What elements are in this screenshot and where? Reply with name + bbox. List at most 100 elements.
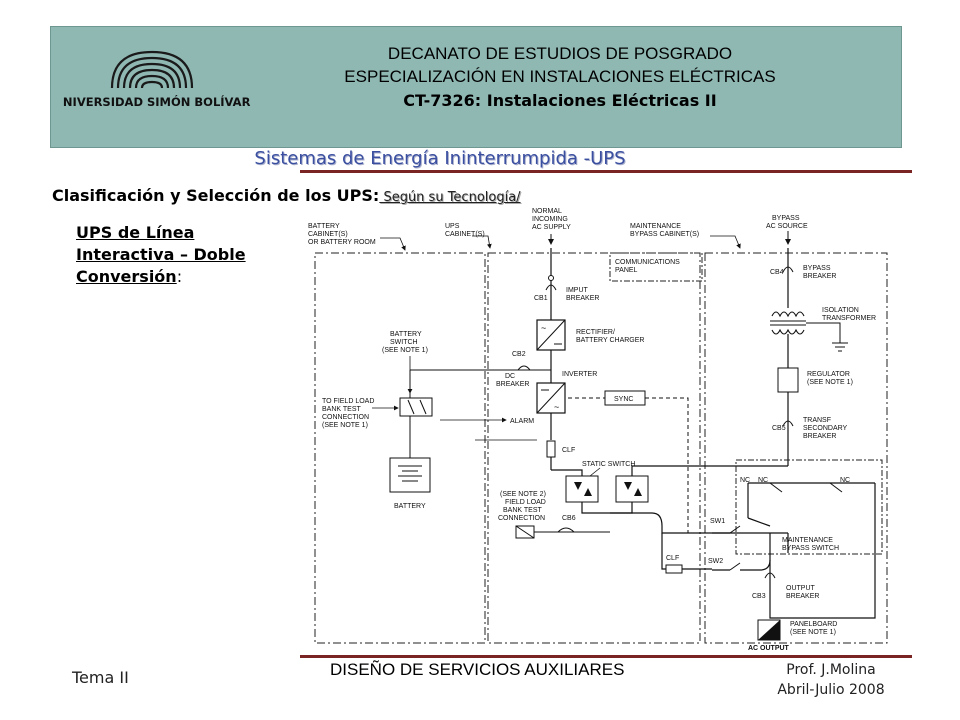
battery-cabinet-boundary (314, 252, 486, 644)
cb2-breaker-icon (517, 365, 531, 371)
cb4-breaker-icon (782, 266, 794, 273)
svg-text:TO FIELD LOAD: TO FIELD LOAD (322, 398, 374, 405)
footer-course-name: DISEÑO DE SERVICIOS AUXILIARES (330, 660, 625, 679)
cb1-breaker-icon (548, 275, 554, 281)
communications-label: COMMUNICATIONS PANEL (615, 259, 680, 274)
thyristor-icon-2 (624, 482, 642, 496)
clf-label-2: CLF (666, 555, 679, 562)
clf-label-1: CLF (562, 447, 575, 454)
maintenance-cabinet-boundary (704, 252, 888, 644)
svg-text:OR BATTERY ROOM: OR BATTERY ROOM (308, 239, 376, 246)
svg-text:FIELD LOAD: FIELD LOAD (505, 499, 546, 506)
cb3-label: CB3 (752, 593, 766, 600)
ups-one-line-diagram: BATTERY CABINET(S) OR BATTERY ROOM UPS C… (308, 208, 888, 652)
top-divider (300, 170, 912, 173)
classification-main: Clasificación y Selección de los UPS (52, 186, 373, 205)
cb1-breaker-arc (545, 284, 557, 291)
sw2-blade (729, 562, 741, 571)
clf-fuse-1 (546, 440, 556, 458)
maintenance-cabinet-leader (710, 235, 741, 249)
svg-text:CABINET(S): CABINET(S) (308, 231, 348, 238)
svg-text:UPS: UPS (445, 223, 460, 230)
static-switch-in-line (551, 469, 583, 476)
static-bypass-in-line (631, 465, 788, 476)
static-switch-box-2 (615, 475, 649, 503)
svg-text:BREAKER: BREAKER (803, 433, 836, 440)
bypass-breaker-label: BYPASS BREAKER (803, 265, 836, 280)
svg-text:OUTPUT: OUTPUT (786, 585, 816, 592)
field-load-connector-x (515, 525, 535, 539)
cb6-label: CB6 (562, 515, 576, 522)
static-switch-out-line (581, 502, 633, 514)
inverter-ac-symbol: ~ (554, 402, 559, 412)
footer-topic: Tema II (72, 668, 129, 687)
header-line-2: ESPECIALIZACIÓN EN INSTALACIONES ELÉCTRI… (344, 67, 776, 86)
svg-text:BYPASS: BYPASS (772, 215, 800, 222)
svg-text:BREAKER: BREAKER (786, 593, 819, 600)
svg-text:BREAKER: BREAKER (803, 273, 836, 280)
normal-incoming-label: NORMAL INCOMING AC SUPPLY (532, 208, 571, 231)
clf2-line (661, 533, 712, 570)
static-switch-box-1 (565, 475, 599, 503)
svg-text:(SEE NOTE 1): (SEE NOTE 1) (322, 422, 368, 429)
svg-text:(SEE NOTE 1): (SEE NOTE 1) (382, 347, 428, 354)
maint-contact-2 (829, 482, 843, 493)
svg-text:BANK TEST: BANK TEST (503, 507, 542, 514)
svg-text:SWITCH: SWITCH (390, 339, 418, 346)
ac-output-label: AC OUTPUT (748, 645, 790, 652)
ups-type-line-2: Interactiva – Doble (76, 245, 246, 264)
maint-switch-label: MAINTENANCE BYPASS SWITCH (782, 537, 839, 552)
nc-label-3: NC (840, 477, 850, 484)
maint-contact-1 (769, 482, 783, 493)
svg-text:BREAKER: BREAKER (496, 381, 529, 388)
battery-switch-blade-2 (419, 399, 427, 415)
battery-switch-label: BATTERY SWITCH (SEE NOTE 1) (382, 331, 428, 354)
maintenance-bypass-switch-box (735, 459, 883, 555)
regulator-label: REGULATOR (SEE NOTE 1) (807, 371, 853, 386)
logo-emblem-icon (110, 50, 194, 89)
svg-text:COMMUNICATIONS: COMMUNICATIONS (615, 259, 680, 266)
footer-professor: Prof. J.Molina (786, 662, 876, 678)
svg-text:AC SOURCE: AC SOURCE (766, 223, 808, 230)
transf-secondary-label: TRANSF SECONDARY BREAKER (803, 417, 848, 440)
ups-type-line-1: UPS de Línea (76, 223, 195, 242)
svg-text:BATTERY: BATTERY (308, 223, 340, 230)
classification-heading: Clasificación y Selección de los UPS: Se… (52, 186, 521, 205)
svg-text:BYPASS CABINET(S): BYPASS CABINET(S) (630, 231, 699, 238)
static-switch-label: STATIC SWITCH (582, 461, 635, 468)
output-to-cb3-line (769, 560, 876, 619)
field-load-label: TO FIELD LOAD BANK TEST CONNECTION (SEE … (322, 398, 374, 429)
ups-type-heading: UPS de Línea Interactiva – Doble Convers… (76, 222, 286, 288)
svg-text:BANK TEST: BANK TEST (322, 406, 361, 413)
battery-label: BATTERY (394, 503, 426, 510)
imput-breaker-label: IMPUT BREAKER (566, 287, 599, 302)
svg-text:TRANSF: TRANSF (803, 417, 831, 424)
maintenance-cabinet-label: MAINTENANCE BYPASS CABINET(S) (630, 223, 699, 238)
header-line-1: DECANATO DE ESTUDIOS DE POSGRADO (387, 44, 733, 63)
isolation-label: ISOLATION TRANSFORMER (822, 307, 876, 322)
footer-term: Abril-Julio 2008 (777, 682, 885, 698)
rectifier-diagonal (536, 319, 566, 351)
ups-cabinet-leader (472, 235, 492, 249)
cb5-breaker-icon (782, 420, 794, 427)
nc-label-2: NC (758, 477, 768, 484)
sw2-to-output-line (759, 533, 771, 571)
svg-text:NORMAL: NORMAL (532, 208, 562, 215)
ups-cabinet-label: UPS CABINET(S) (445, 223, 485, 238)
communications-panel (609, 252, 703, 282)
battery-switch-box (399, 397, 433, 417)
regulator-box (777, 367, 799, 393)
svg-text:CONNECTION: CONNECTION (322, 414, 369, 421)
sync-right-line (645, 397, 689, 533)
panelboard-label: PANELBOARD (SEE NOTE 1) (790, 621, 837, 636)
svg-text:CONNECTION: CONNECTION (498, 515, 545, 522)
rectifier-ac-symbol: ~ (541, 323, 546, 333)
rectifier-label: RECTIFIER/ BATTERY CHARGER (576, 329, 644, 344)
sw2-label: SW2 (708, 558, 723, 565)
static-to-output-line (610, 512, 730, 534)
bottom-divider (300, 655, 912, 658)
svg-text:IMPUT: IMPUT (566, 287, 589, 294)
output-bus-line (747, 517, 789, 553)
university-name: UNIVERSIDAD SIMÓN BOLÍVAR (62, 94, 251, 109)
alarm-label: ALARM (510, 418, 534, 425)
